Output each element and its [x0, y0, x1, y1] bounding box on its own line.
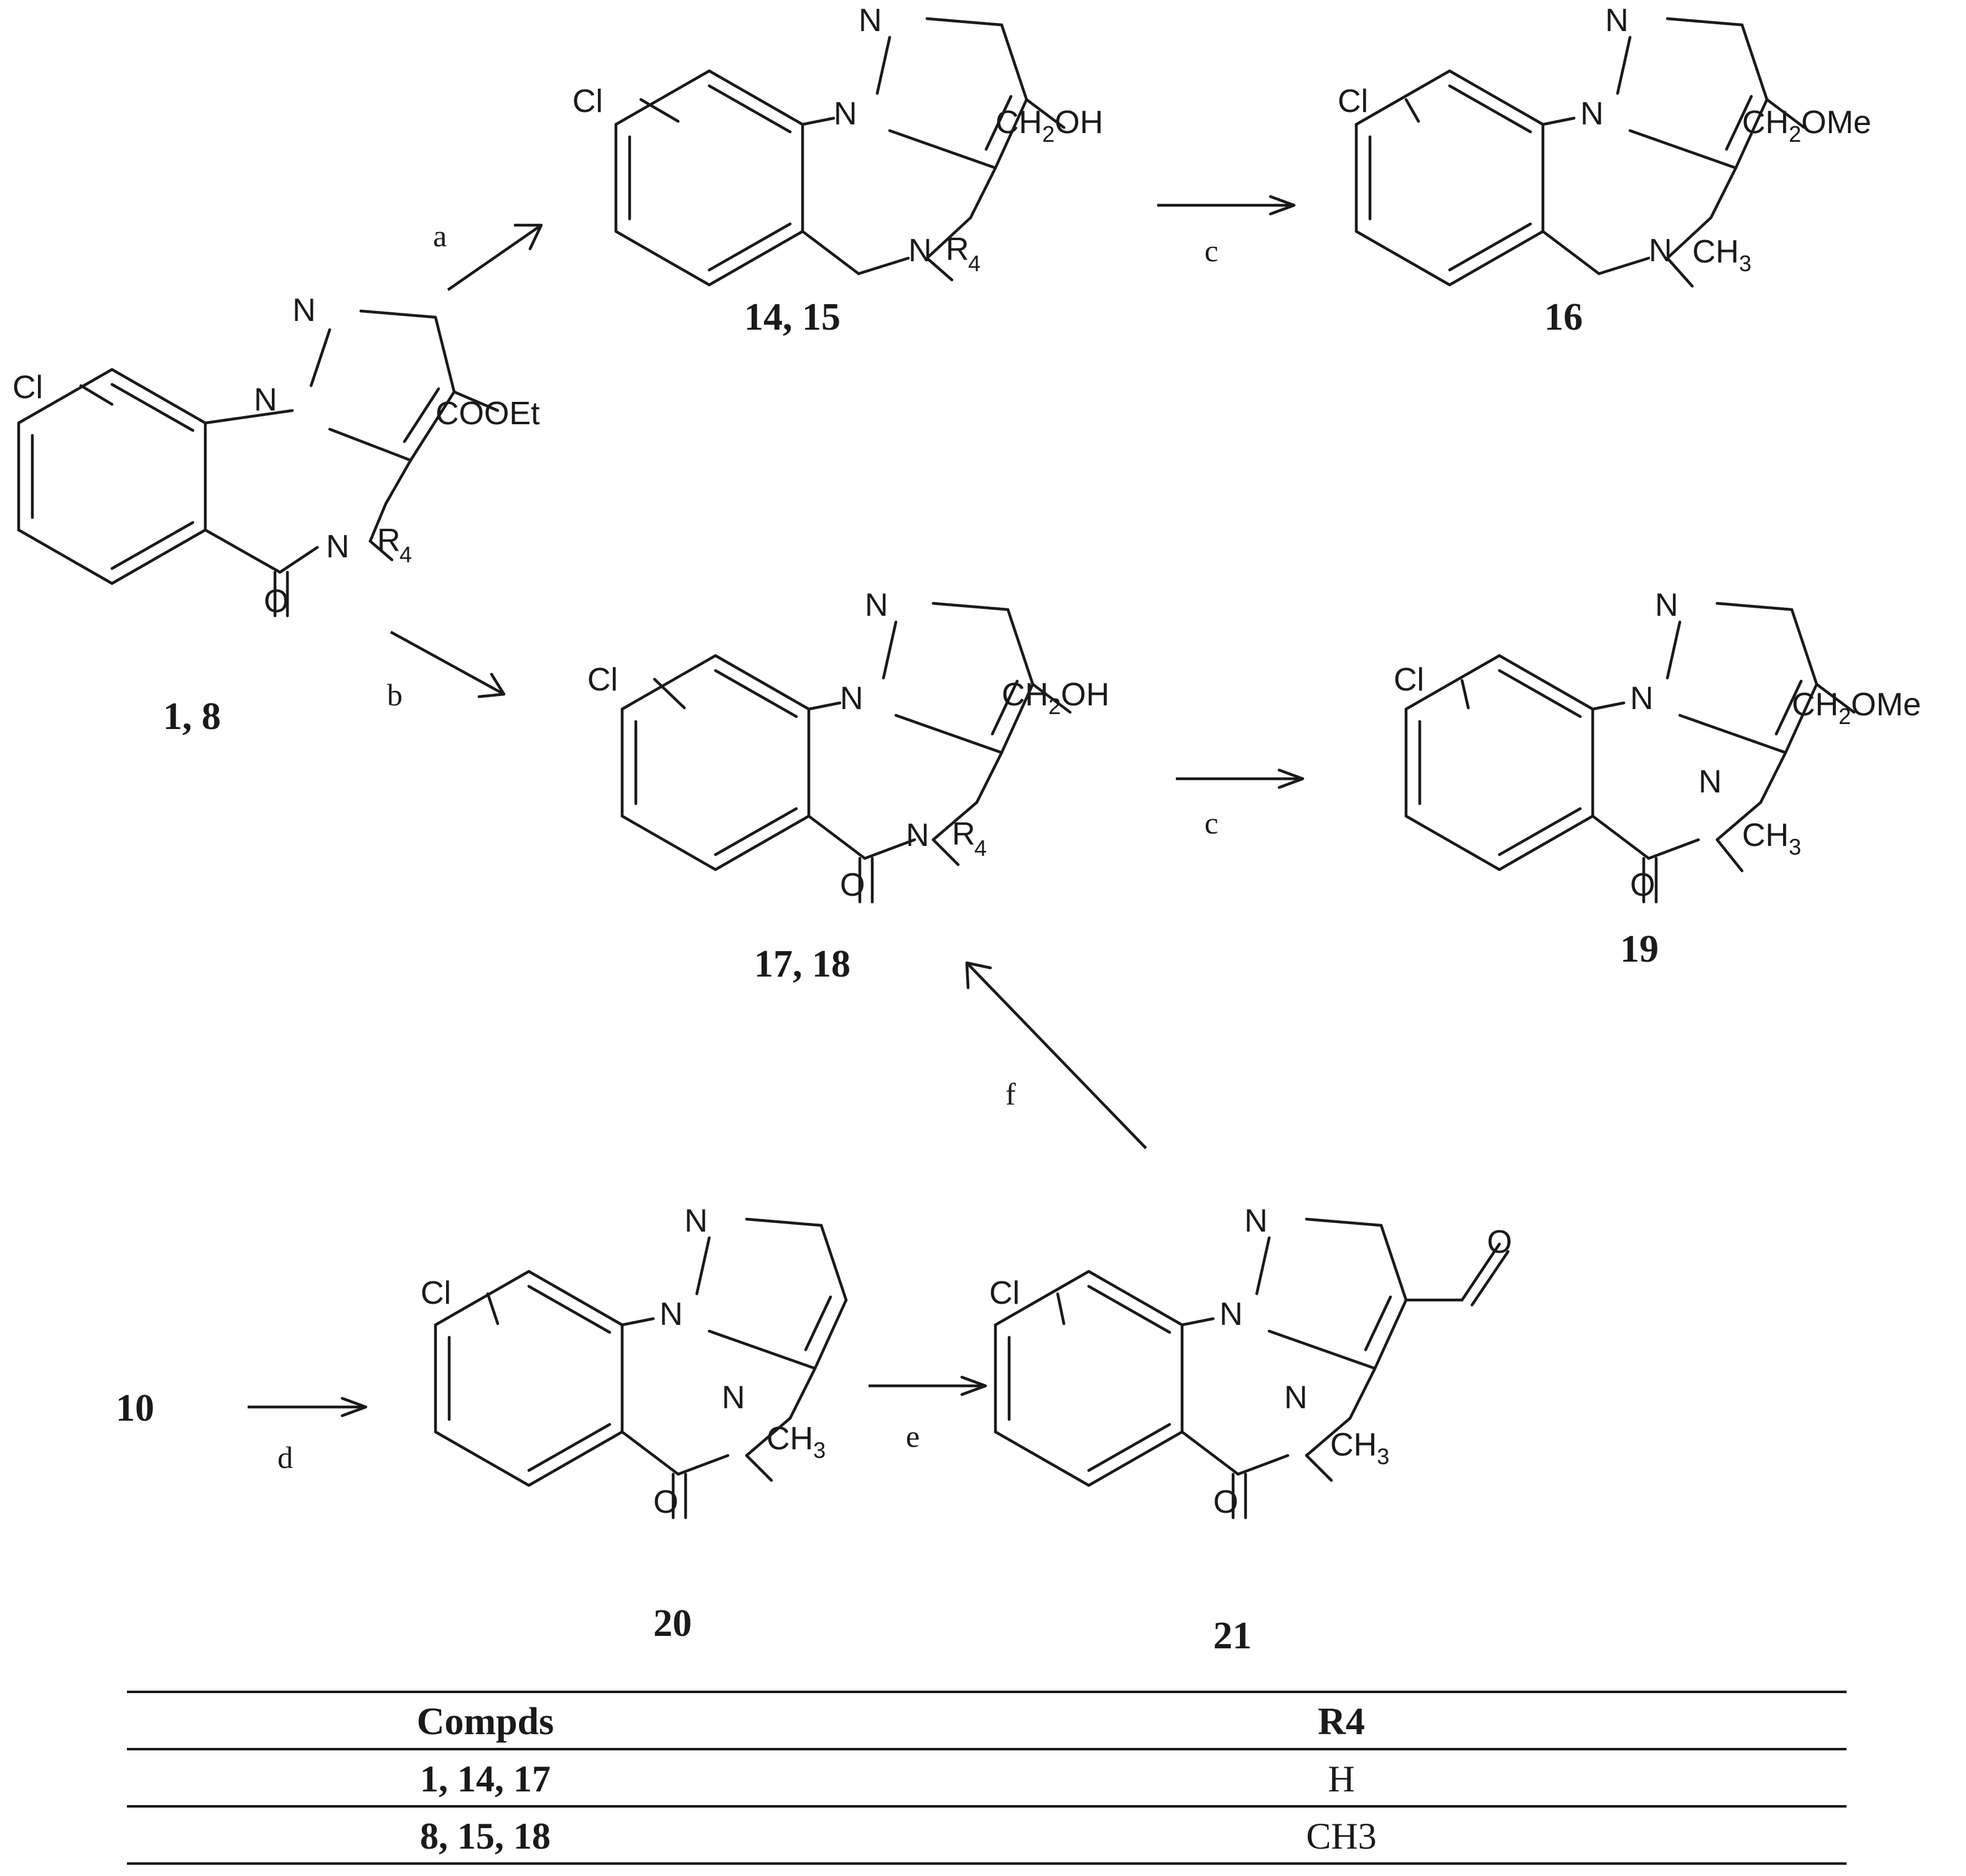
group-ch2oh: CH2OH	[1002, 677, 1109, 719]
group-ch2ome: CH2OMe	[1792, 687, 1921, 729]
group-r: R	[946, 231, 969, 267]
atom-cl: Cl	[572, 83, 603, 119]
compound-label-20: 20	[653, 1602, 692, 1645]
atom-o: O	[264, 583, 289, 620]
atom-n: N	[840, 680, 864, 717]
group-ch2ome: CH2OMe	[1742, 104, 1871, 147]
compound-label-21: 21	[1213, 1615, 1252, 1657]
atom-n: N	[292, 292, 316, 328]
arrow-a	[447, 224, 543, 291]
group-cooet: COOEt	[436, 396, 540, 432]
atom-n: N	[1284, 1380, 1308, 1416]
table-cell-compds: 8, 15, 18	[420, 1816, 551, 1857]
arrow-b	[389, 631, 505, 695]
group-r: R	[952, 816, 976, 852]
compound-label-19: 19	[1620, 928, 1659, 970]
reagent-b: b	[387, 677, 403, 712]
group-ch3: CH3	[1742, 817, 1801, 860]
compound-label-17-18: 17, 18	[754, 943, 850, 985]
atom-o: O	[1487, 1224, 1512, 1260]
atom-cl: Cl	[12, 369, 43, 406]
atom-n: N	[859, 2, 882, 39]
atom-n: N	[1244, 1203, 1268, 1239]
atom-n: N	[684, 1203, 708, 1239]
atom-n: N	[908, 233, 932, 269]
compound-label-14-15: 14, 15	[744, 296, 841, 338]
group-r-sub: 4	[968, 251, 981, 276]
reagent-e: e	[906, 1419, 920, 1454]
structure-20	[436, 1217, 848, 1520]
atom-n: N	[1698, 764, 1722, 800]
structure-16	[1356, 17, 1806, 288]
atom-n: N	[1649, 233, 1672, 269]
atom-n: N	[834, 96, 857, 132]
substituent-table: Compds R4 1, 14, 17 H 8, 15, 18 CH3	[127, 1691, 1847, 1865]
group-r: R	[377, 522, 401, 559]
reagent-f: f	[1005, 1077, 1016, 1112]
structure-17-18	[622, 601, 1072, 904]
atom-cl: Cl	[989, 1275, 1020, 1311]
compound-label-1-8: 1, 8	[163, 695, 221, 738]
reagent-c-middle: c	[1204, 806, 1218, 840]
table-cell-compds: 1, 14, 17	[420, 1758, 551, 1799]
atom-o: O	[1213, 1484, 1238, 1520]
reagent-a: a	[433, 218, 447, 253]
atom-n: N	[254, 382, 277, 418]
atom-n: N	[1605, 2, 1629, 39]
group-r-sub: 4	[974, 835, 987, 861]
arrowhead-icon	[513, 223, 543, 251]
arrowhead-icon	[1269, 195, 1296, 216]
atom-cl: Cl	[1338, 83, 1368, 119]
group-ch3: CH3	[1330, 1427, 1389, 1469]
table-header-compds: Compds	[417, 1701, 554, 1743]
atom-o: O	[840, 867, 865, 903]
atom-n: N	[1630, 680, 1654, 717]
arrow-f	[966, 962, 1147, 1149]
structure-19	[1406, 601, 1856, 904]
atom-o: O	[1630, 867, 1655, 903]
atom-n: N	[1219, 1296, 1243, 1332]
atom-cl: Cl	[1394, 662, 1424, 698]
arrowhead-icon	[1277, 768, 1305, 789]
structure-21	[995, 1217, 1510, 1520]
atom-n: N	[865, 587, 888, 623]
atom-n: N	[1580, 96, 1604, 132]
atom-n: N	[659, 1296, 683, 1332]
group-ch3: CH3	[766, 1421, 826, 1463]
structure-1-8	[19, 309, 500, 618]
table-header-r4: R4	[1318, 1701, 1365, 1743]
atom-n: N	[326, 529, 350, 565]
group-ch3: CH3	[1692, 234, 1751, 276]
atom-cl: Cl	[421, 1275, 451, 1311]
table-cell-r4: H	[1328, 1758, 1354, 1799]
atom-n: N	[1655, 587, 1679, 623]
atom-n: N	[722, 1380, 745, 1416]
arrowhead-icon	[965, 961, 992, 990]
atom-n: N	[906, 817, 929, 853]
structure-14-15	[616, 17, 1066, 285]
table-cell-r4: CH3	[1306, 1816, 1376, 1857]
compound-label-16: 16	[1544, 296, 1583, 338]
atom-cl: Cl	[587, 662, 618, 698]
group-ch2oh: CH2OH	[995, 104, 1103, 147]
group-r-sub: 4	[399, 542, 412, 567]
arrowhead-icon	[340, 1396, 368, 1418]
arrowhead-icon	[960, 1375, 987, 1396]
arrowhead-icon	[477, 672, 506, 699]
compound-label-10: 10	[116, 1387, 154, 1429]
reagent-d: d	[277, 1440, 293, 1475]
atom-o: O	[653, 1484, 678, 1520]
reagent-c-top: c	[1204, 233, 1218, 268]
